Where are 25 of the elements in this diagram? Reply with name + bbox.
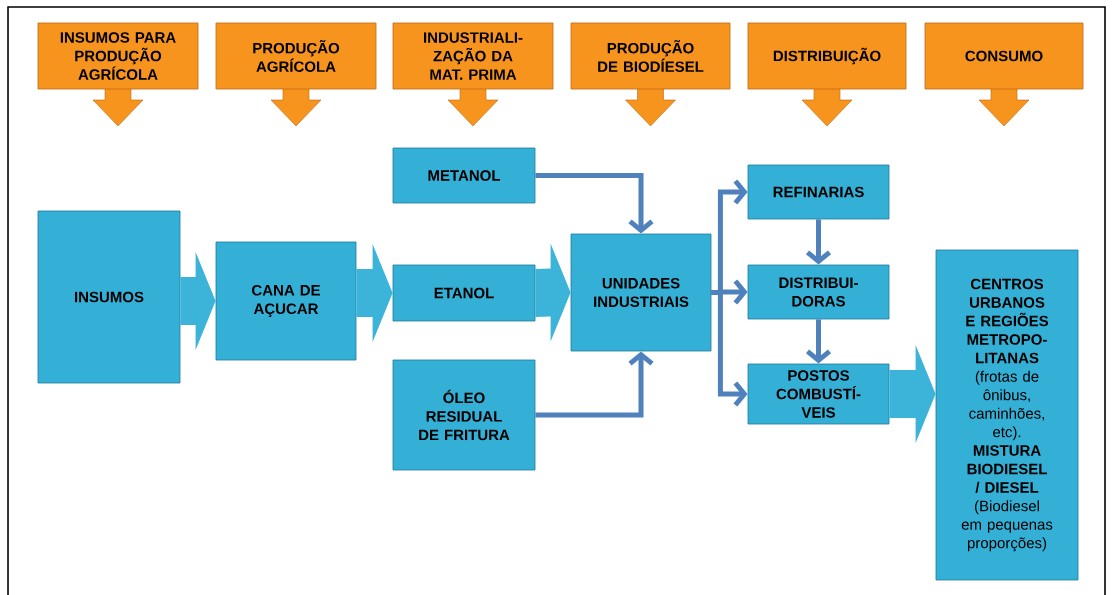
process-box: UNIDADES INDUSTRIAIS [570, 233, 712, 352]
process-box: REFINARIAS [747, 164, 890, 220]
process-box: DISTRIBUI- DORAS [747, 264, 890, 320]
arrow [711, 290, 748, 407]
callout-box: INDUSTRIALI- ZAÇÃO DA MAT. PRIMA [392, 22, 554, 127]
process-box: ETANOL [392, 264, 536, 322]
arrow [805, 319, 832, 364]
arrow [535, 351, 654, 418]
block-arrow [889, 345, 936, 443]
process-box: CANA DE AÇUCAR [215, 241, 357, 361]
process-box: INSUMOS [37, 210, 181, 384]
block-arrow [535, 243, 571, 342]
arrow [535, 173, 654, 234]
callout-box: DISTRIBUIÇÃO [747, 22, 907, 127]
callout-box: INSUMOS PARA PRODUÇÃO AGRÍCOLA [37, 22, 199, 127]
process-box: POSTOS COMBUSTÍ- VEIS [747, 363, 890, 425]
callout-box: CONSUMO [924, 22, 1084, 127]
arrow [805, 219, 832, 265]
callout-box: PRODUÇÃO DE BIODÍESEL [570, 22, 731, 127]
block-arrow [180, 252, 216, 350]
block-arrow [356, 244, 393, 342]
callout-box: PRODUÇÃO AGRÍCOLA [215, 22, 377, 127]
process-box: CENTROS URBANOS E REGIÕES METROPO- LITANAS (frotas de ônibus, caminhões, etc). MISTURA BIODIESEL / DIESEL (Biodiesel em pequenas proporções) [935, 249, 1079, 581]
process-box: ÓLEO RESIDUAL DE FRITURA [392, 359, 536, 471]
process-box: METANOL [392, 147, 536, 204]
